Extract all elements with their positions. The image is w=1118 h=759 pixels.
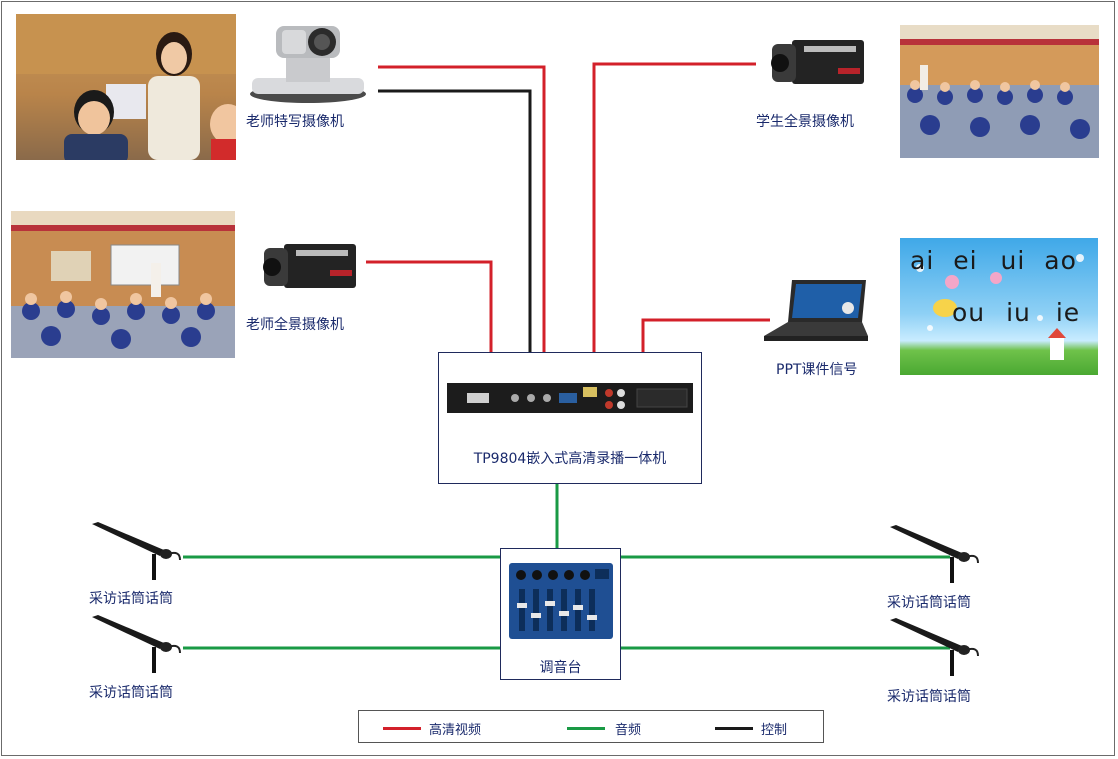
mic-left-bottom-label: 采访话筒话筒: [89, 685, 173, 701]
slide-syllable: ie: [1055, 298, 1081, 327]
wire-teacher-closeup-video: [378, 65, 546, 352]
legend-control-label: 控制: [761, 723, 788, 738]
legend-video-label: 高清视频: [429, 723, 482, 738]
legend-control-swatch: [715, 727, 753, 730]
mixer-label: 调音台: [539, 660, 582, 676]
slide-syllable: ai: [910, 246, 935, 275]
legend-audio-swatch: [567, 727, 605, 730]
mic-right-bottom-label: 采访话筒话筒: [887, 689, 971, 705]
laptop-icon: [764, 280, 868, 341]
recorder-device-icon: [447, 383, 693, 413]
ptz-camera-icon: [250, 26, 366, 103]
recorder-label: TP9804嵌入式高清录播一体机: [473, 451, 667, 467]
mic-right-top-label: 采访话筒话筒: [887, 595, 971, 611]
wire-teacher-closeup-control: [378, 89, 532, 352]
wire-student-panorama-video: [592, 62, 756, 352]
wire-teacher-panorama-video: [366, 260, 493, 352]
legend-video-swatch: [383, 727, 421, 730]
legend: 高清视频 音频 控制: [358, 710, 824, 743]
teacher-closeup-photo: [16, 14, 236, 160]
ppt-signal-label: PPT课件信号: [776, 362, 858, 378]
classroom-front-scene: [11, 211, 235, 358]
classroom-students-scene: [900, 25, 1099, 158]
ppt-slide: ai ei ui ao ou iu ie: [900, 238, 1098, 375]
teacher-panorama-camera-label: 老师全景摄像机: [246, 317, 344, 333]
microphone-icon: [92, 615, 181, 673]
slide-syllable: ou: [952, 298, 986, 327]
slide-syllable: ei: [953, 246, 978, 275]
teacher-closeup-camera-label: 老师特写摄像机: [246, 114, 344, 130]
mic-left-top-label: 采访话筒话筒: [89, 591, 173, 607]
slide-syllable: ao: [1044, 246, 1077, 275]
teacher-panorama-photo: [11, 211, 235, 358]
recorder-box: TP9804嵌入式高清录播一体机: [438, 352, 702, 484]
mixer-box: 调音台: [500, 548, 621, 680]
mixer-device-icon: [509, 563, 613, 639]
slide-syllable: iu: [1006, 298, 1031, 327]
student-panorama-photo: [900, 25, 1099, 158]
teacher-closeup-scene: [16, 14, 236, 160]
wire-ppt-video: [641, 318, 770, 352]
microphone-icon: [92, 522, 181, 580]
microphone-icon: [890, 525, 979, 583]
microphone-icon: [890, 618, 979, 676]
box-camera-icon: [771, 40, 864, 84]
slide-decoration: [916, 254, 1084, 360]
legend-audio-label: 音频: [615, 723, 642, 738]
slide-syllable: ui: [1000, 246, 1026, 275]
box-camera-icon: [263, 244, 356, 288]
student-panorama-camera-label: 学生全景摄像机: [756, 114, 854, 130]
